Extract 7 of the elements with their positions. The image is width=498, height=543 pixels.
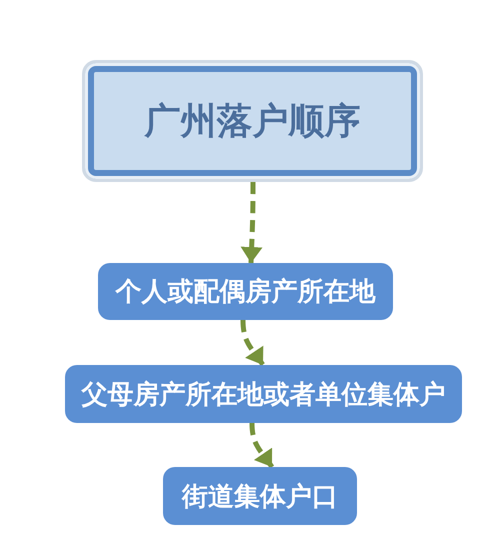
- arrow: [240, 320, 266, 366]
- process-box: 个人或配偶房产所在地: [98, 263, 393, 320]
- arrow: [240, 182, 263, 264]
- process-box: 街道集体户口: [163, 467, 357, 525]
- process-box: 父母房产所在地或者单位集体户: [65, 365, 462, 423]
- arrow: [250, 422, 274, 468]
- title-box: 广州落户顺序: [82, 60, 423, 182]
